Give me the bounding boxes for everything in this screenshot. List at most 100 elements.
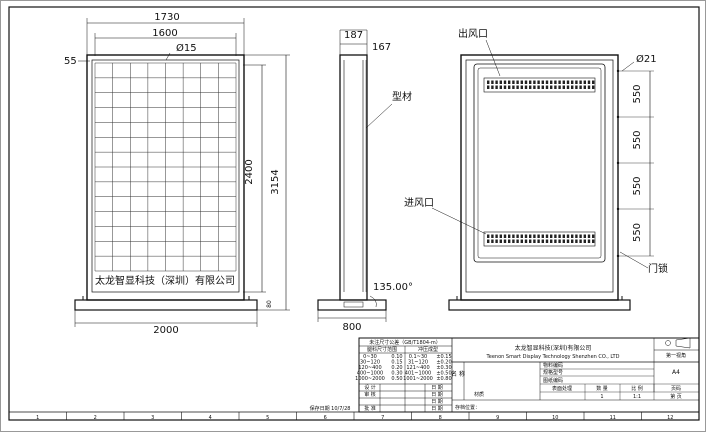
vent-slot: [495, 85, 498, 89]
vent-slot: [524, 85, 528, 89]
surface-label: 表面处理: [552, 385, 572, 392]
vent-slot: [562, 234, 565, 238]
dim-hole-front: Ø15: [176, 42, 197, 54]
zone-label: 1: [36, 415, 39, 421]
dim-total-height: 3154: [270, 169, 281, 194]
back-base: [448, 299, 631, 311]
vent-slot: [562, 239, 565, 243]
dim-angle: 135.00°: [373, 282, 413, 293]
inlet-vent: [483, 231, 596, 247]
vent-slot: [550, 85, 553, 89]
sig-approve: 批 准: [364, 405, 376, 412]
date-label-1: 日 期: [431, 385, 443, 391]
field-spec-code: 规格型号: [543, 369, 563, 376]
dim-total-width: 1730: [154, 12, 179, 23]
tol-title: 未注尺寸公差（GB/T1804-m）: [369, 339, 440, 346]
front-panel-grid: [94, 62, 237, 272]
field-drawing-code: 图纸编码: [543, 377, 563, 384]
dim-base-depth: 800: [342, 322, 361, 333]
vent-slot: [487, 85, 490, 89]
storage-label: 存档位置：: [455, 404, 480, 411]
label-outlet: 出风口: [458, 27, 488, 40]
vent-slot: [587, 234, 591, 238]
outlet-vent: [483, 77, 596, 93]
vent-slot: [558, 85, 561, 89]
side-base: [317, 299, 387, 311]
tol-head-a: 腿科尺寸范围: [367, 346, 397, 353]
vent-slot: [495, 80, 498, 84]
vent-slot: [512, 80, 515, 84]
vent-slot: [487, 239, 490, 243]
company-en: Teenon Smart Display Technology Shenzhen…: [486, 354, 620, 360]
tol-cell: 0.10: [391, 354, 402, 360]
vent-frame: [483, 231, 596, 247]
back-mounting-holes: [616, 69, 654, 258]
vent-slot: [541, 239, 544, 243]
vent-slot: [587, 85, 591, 89]
vent-slot: [495, 234, 498, 238]
zone-label: 3: [151, 415, 154, 421]
tol-cell: ±0.15: [436, 354, 451, 360]
vent-slot: [503, 239, 507, 243]
vent-slot: [587, 80, 591, 84]
paper-size: A4: [672, 369, 680, 376]
vent-slot: [487, 234, 490, 238]
vent-slot: [545, 239, 549, 243]
vent-slot: [520, 80, 523, 84]
tol-head-b: 冲压成型: [418, 346, 438, 353]
vent-slot: [541, 85, 544, 89]
vent-slot: [592, 239, 595, 243]
tol-cell: 401~1000: [405, 371, 431, 377]
vent-slot: [524, 239, 528, 243]
vent-slot: [529, 85, 532, 89]
date-label-2: 日 期: [431, 392, 443, 398]
vent-slot: [541, 234, 544, 238]
vent-slot: [491, 80, 494, 84]
vent-slot: [571, 239, 574, 243]
sheet-value: 第 页: [670, 393, 682, 400]
field-material-code: 物料编码: [543, 362, 563, 369]
vent-slot: [520, 239, 523, 243]
vent-slot: [491, 85, 494, 89]
vent-slot: [571, 80, 574, 84]
vent-slot: [550, 239, 553, 243]
vent-slot: [575, 80, 578, 84]
vent-slot: [592, 85, 595, 89]
vent-slot: [499, 234, 502, 238]
zone-label: 4: [209, 415, 212, 421]
vent-slot: [516, 239, 519, 243]
vent-slot: [575, 234, 578, 238]
vent-slot: [558, 239, 561, 243]
side-view: 187 167 型材 135.00° 800: [317, 29, 413, 333]
vent-slot: [529, 239, 532, 243]
vent-slot: [533, 239, 536, 243]
tol-cell: 0.15: [391, 360, 402, 366]
zone-label: 2: [94, 415, 97, 421]
vent-slot: [503, 85, 507, 89]
vent-slot: [558, 80, 561, 84]
front-base: [74, 299, 258, 311]
qty-value: 1: [600, 394, 603, 400]
vent-slot: [516, 85, 519, 89]
dim-spacing: 550: [632, 84, 643, 103]
vent-slot: [583, 239, 586, 243]
tol-cell: ±0.50: [436, 371, 451, 377]
vent-slot: [575, 239, 578, 243]
vent-slot: [508, 85, 511, 89]
vent-slot: [499, 239, 502, 243]
vent-slot: [524, 234, 528, 238]
dim-depth-inner: 167: [372, 42, 391, 53]
vent-slot: [566, 85, 570, 89]
vent-slot: [503, 234, 507, 238]
vent-frame: [483, 77, 596, 93]
dim-margin: 55: [64, 56, 77, 67]
vent-slot: [499, 80, 502, 84]
vent-slot: [554, 234, 557, 238]
vent-slot: [583, 234, 586, 238]
vent-slot: [537, 239, 540, 243]
